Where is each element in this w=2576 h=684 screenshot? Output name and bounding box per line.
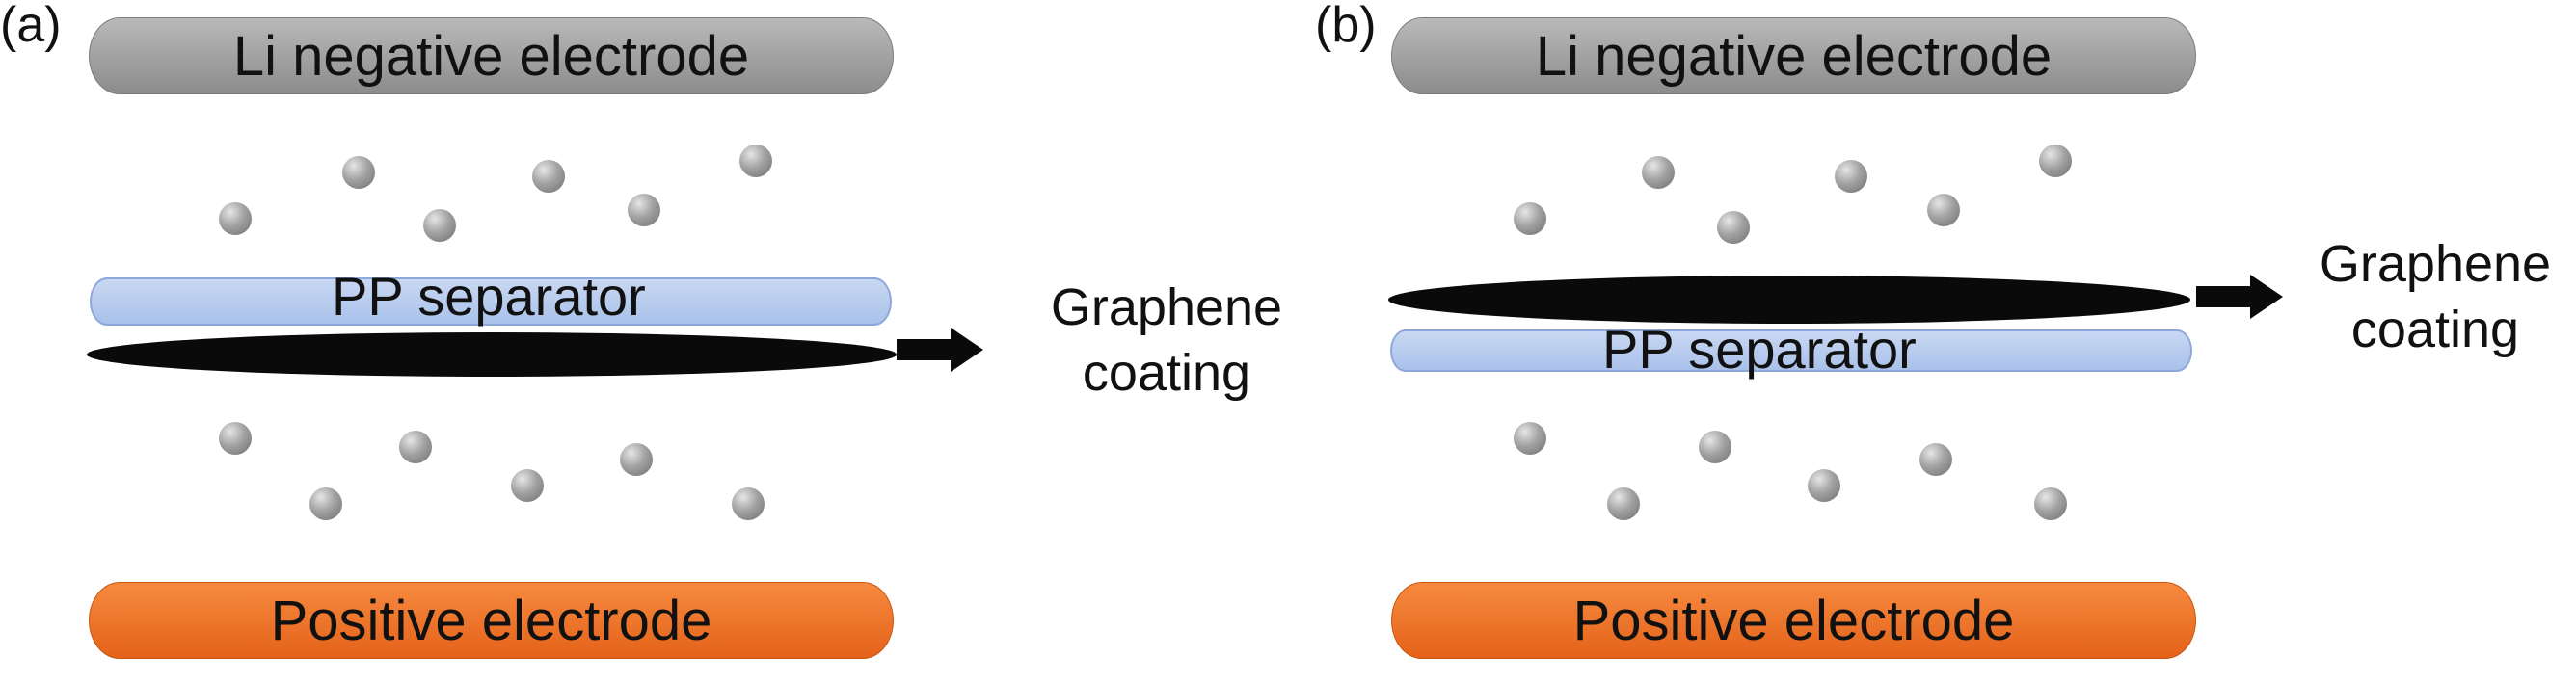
- pp-separator: [90, 277, 892, 326]
- lithium-ion: [732, 487, 765, 520]
- lithium-ion: [1717, 211, 1750, 244]
- graphene-coating-layer: [1388, 276, 2190, 324]
- lithium-ion: [2034, 487, 2067, 520]
- lithium-ion: [309, 487, 342, 520]
- lithium-ion: [532, 160, 565, 193]
- lithium-ion: [628, 194, 660, 226]
- lithium-ion: [1642, 156, 1675, 189]
- lithium-ion: [1514, 422, 1546, 455]
- lithium-ion: [399, 431, 432, 463]
- panel-b: (b) Li negative electrode PP separator G…: [1288, 0, 2576, 684]
- graphene-coating-line-1: Graphene: [1050, 278, 1283, 336]
- lithium-ion: [342, 156, 375, 189]
- lithium-ion: [1927, 194, 1960, 226]
- li-negative-electrode: Li negative electrode: [1391, 17, 2196, 94]
- lithium-ion: [2039, 145, 2072, 177]
- panel-label: (b): [1315, 0, 1377, 53]
- graphene-coating-line-2: coating: [1082, 344, 1251, 402]
- lithium-ion: [620, 443, 653, 476]
- lithium-ion: [739, 145, 772, 177]
- lithium-ion: [1919, 443, 1952, 476]
- pp-separator-label: PP separator: [332, 266, 646, 327]
- lithium-ion: [219, 202, 252, 235]
- graphene-coating-line-2: coating: [2350, 301, 2520, 358]
- graphene-coating-label: Graphene coating: [2291, 231, 2576, 362]
- positive-electrode: Positive electrode: [1391, 582, 2196, 659]
- lithium-ion: [1607, 487, 1640, 520]
- arrow-right-icon: [2196, 275, 2283, 319]
- lithium-ion: [1514, 202, 1546, 235]
- pp-separator-label: PP separator: [1602, 319, 1917, 380]
- panel-label: (a): [0, 0, 62, 53]
- lithium-ion: [423, 209, 456, 242]
- pp-separator: [1390, 329, 2192, 372]
- li-negative-electrode: Li negative electrode: [89, 17, 894, 94]
- arrow-right-icon: [897, 328, 983, 372]
- graphene-coating-label: Graphene coating: [1022, 275, 1311, 406]
- lithium-ion: [1835, 160, 1867, 193]
- lithium-ion: [219, 422, 252, 455]
- lithium-ion: [511, 469, 544, 502]
- panel-a: (a) Li negative electrode PP separator G…: [0, 0, 1282, 659]
- graphene-coating-layer: [87, 332, 897, 377]
- lithium-ion: [1808, 469, 1840, 502]
- graphene-coating-line-1: Graphene: [2319, 235, 2552, 293]
- lithium-ion: [1699, 431, 1731, 463]
- positive-electrode: Positive electrode: [89, 582, 894, 659]
